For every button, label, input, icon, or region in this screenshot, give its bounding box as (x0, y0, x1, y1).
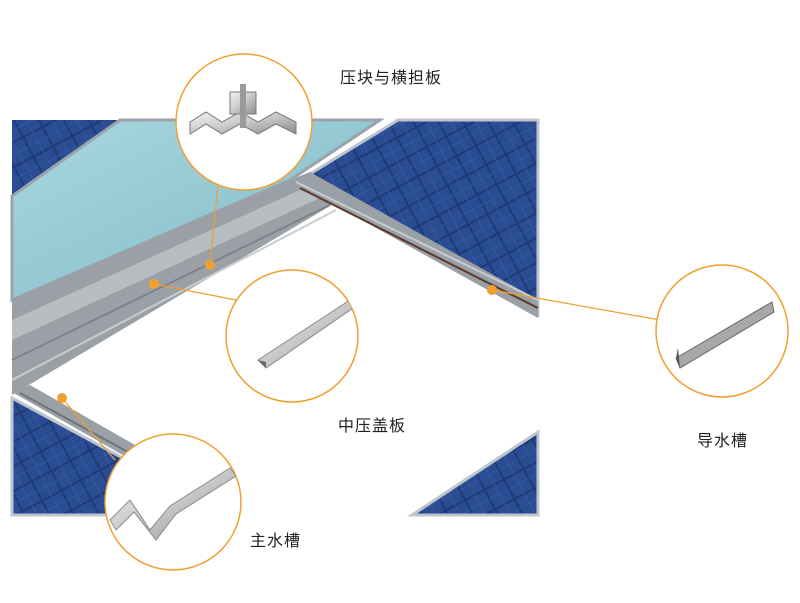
callout-main-label: 主水槽 (250, 531, 302, 550)
solar-panel-bottom-right (406, 429, 540, 517)
callout-gutter (655, 264, 789, 398)
clamp-bracket-icon (189, 84, 297, 135)
callout-cover-label: 中压盖板 (338, 416, 407, 435)
callout-main (104, 433, 242, 571)
callout-clamp-label: 压块与横担板 (340, 68, 443, 87)
leader-lines (61, 184, 661, 461)
callout-cover (225, 269, 359, 403)
callout-clamp (175, 53, 313, 191)
gutter-rail (290, 172, 539, 318)
main-rail (11, 180, 340, 395)
callout-gutter-label: 导水槽 (697, 431, 749, 450)
channel-icon (675, 301, 775, 369)
callout-dots (57, 260, 497, 403)
